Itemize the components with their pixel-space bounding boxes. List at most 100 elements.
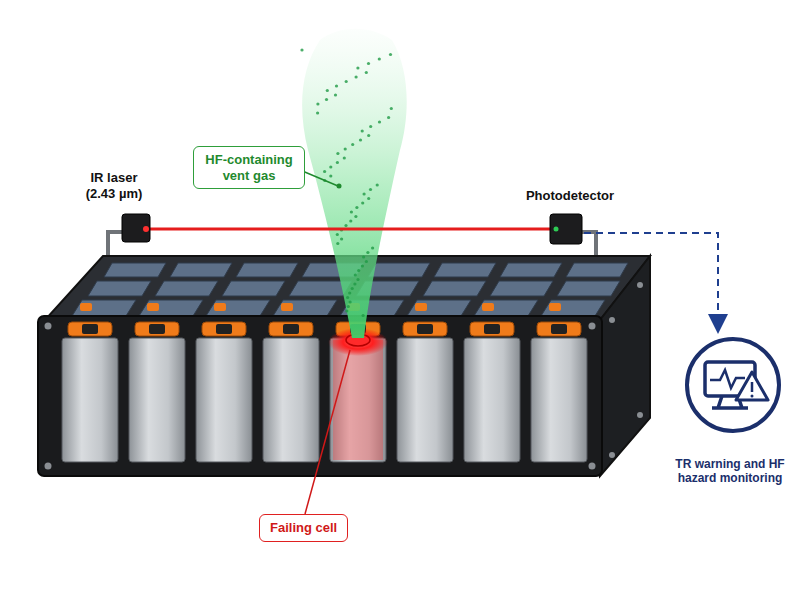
gas-particle <box>349 219 352 222</box>
cell <box>129 338 185 462</box>
gas-particle <box>354 273 357 276</box>
top-terminal <box>147 303 159 311</box>
gas-particle <box>346 296 349 299</box>
cell-top <box>423 281 486 296</box>
gas-particle <box>362 314 365 317</box>
gas-particle <box>351 287 354 290</box>
gas-particle <box>345 309 348 312</box>
cell <box>464 338 520 462</box>
gas-particle <box>347 305 350 308</box>
failing-cell-highlight <box>333 340 383 460</box>
cell-top <box>170 263 232 277</box>
terminal-bus <box>269 322 313 336</box>
gas-particle <box>350 210 353 213</box>
gas-particle <box>300 48 303 51</box>
gas-particle <box>336 242 339 245</box>
gas-particle <box>316 102 319 105</box>
gas-particle <box>361 129 364 132</box>
cell-top <box>222 281 285 296</box>
cell-top <box>541 300 605 316</box>
terminal-bus <box>202 322 246 336</box>
monitoring-icon <box>687 339 779 431</box>
laser-beam <box>148 228 552 231</box>
gas-particle <box>365 71 368 74</box>
terminal-bus <box>68 322 112 336</box>
vent-gas-plume <box>302 29 407 338</box>
top-terminal <box>482 303 494 311</box>
cell-top <box>368 263 430 277</box>
gas-particle <box>389 53 392 56</box>
gas-particle <box>336 233 339 236</box>
monitor-label: TR warning and HF hazard monitoring <box>668 457 792 486</box>
gas-leader-dot <box>337 184 342 189</box>
gas-particle <box>329 165 332 168</box>
cell-top <box>155 281 218 296</box>
gas-particle <box>336 152 339 155</box>
gas-particle <box>376 183 379 186</box>
cell <box>531 338 587 462</box>
gas-particle <box>326 89 329 92</box>
gas-particle <box>316 111 319 114</box>
gas-particle <box>365 260 368 263</box>
gas-particle <box>371 246 374 249</box>
gas-particle <box>336 161 339 164</box>
gas-particle <box>387 116 390 119</box>
photodetector-device <box>550 214 582 244</box>
gas-particle <box>356 66 359 69</box>
gas-particle <box>353 282 356 285</box>
gas-particle <box>367 62 370 65</box>
pack-frame <box>38 316 602 476</box>
gas-particle <box>367 134 370 137</box>
gas-particle <box>355 206 358 209</box>
gas-particle <box>334 93 337 96</box>
cell <box>330 338 386 462</box>
terminal-bolt <box>216 324 232 334</box>
top-terminal <box>80 303 92 311</box>
terminal-bus <box>470 322 514 336</box>
gas-particle <box>357 269 360 272</box>
gas-particle <box>349 300 352 303</box>
gas-particle <box>348 291 351 294</box>
gas-particle <box>340 237 343 240</box>
frame-bolts <box>45 323 596 470</box>
cell <box>196 338 252 462</box>
top-terminal <box>549 303 561 311</box>
terminal-bolt <box>149 324 165 334</box>
terminal-bus <box>537 322 581 336</box>
terminal-bolt <box>283 324 299 334</box>
gas-particle <box>359 138 362 141</box>
cell-top <box>557 281 620 296</box>
cell <box>263 338 319 462</box>
cell-top <box>566 263 628 277</box>
cell-top <box>104 263 166 277</box>
cell-top <box>236 263 298 277</box>
cell-callout-box: Failing cell <box>259 514 348 542</box>
gas-particle <box>367 197 370 200</box>
gas-particle <box>361 201 364 204</box>
gas-particle <box>343 156 346 159</box>
terminal-bolt <box>417 324 433 334</box>
gas-particle <box>361 264 364 267</box>
cell-top <box>273 300 337 316</box>
gas-particle <box>369 188 372 191</box>
gas-particle <box>363 192 366 195</box>
gas-particle <box>378 120 381 123</box>
gas-particle <box>378 57 381 60</box>
gas-particle <box>323 170 326 173</box>
terminal-bolt <box>484 324 500 334</box>
gas-particle <box>344 224 347 227</box>
gas-particle <box>369 125 372 128</box>
gas-particle <box>351 143 354 146</box>
gas-particle <box>335 84 338 87</box>
cell <box>397 338 453 462</box>
gas-particle <box>354 215 357 218</box>
detector-label: Photodetector <box>510 188 630 204</box>
gas-particle <box>329 174 332 177</box>
cell-top <box>500 263 562 277</box>
gas-particles <box>300 48 393 317</box>
gas-callout-box: HF-containing vent gas <box>193 146 305 189</box>
cell-top <box>72 300 136 316</box>
side-bolts <box>609 282 643 458</box>
terminal-bus <box>135 322 179 336</box>
